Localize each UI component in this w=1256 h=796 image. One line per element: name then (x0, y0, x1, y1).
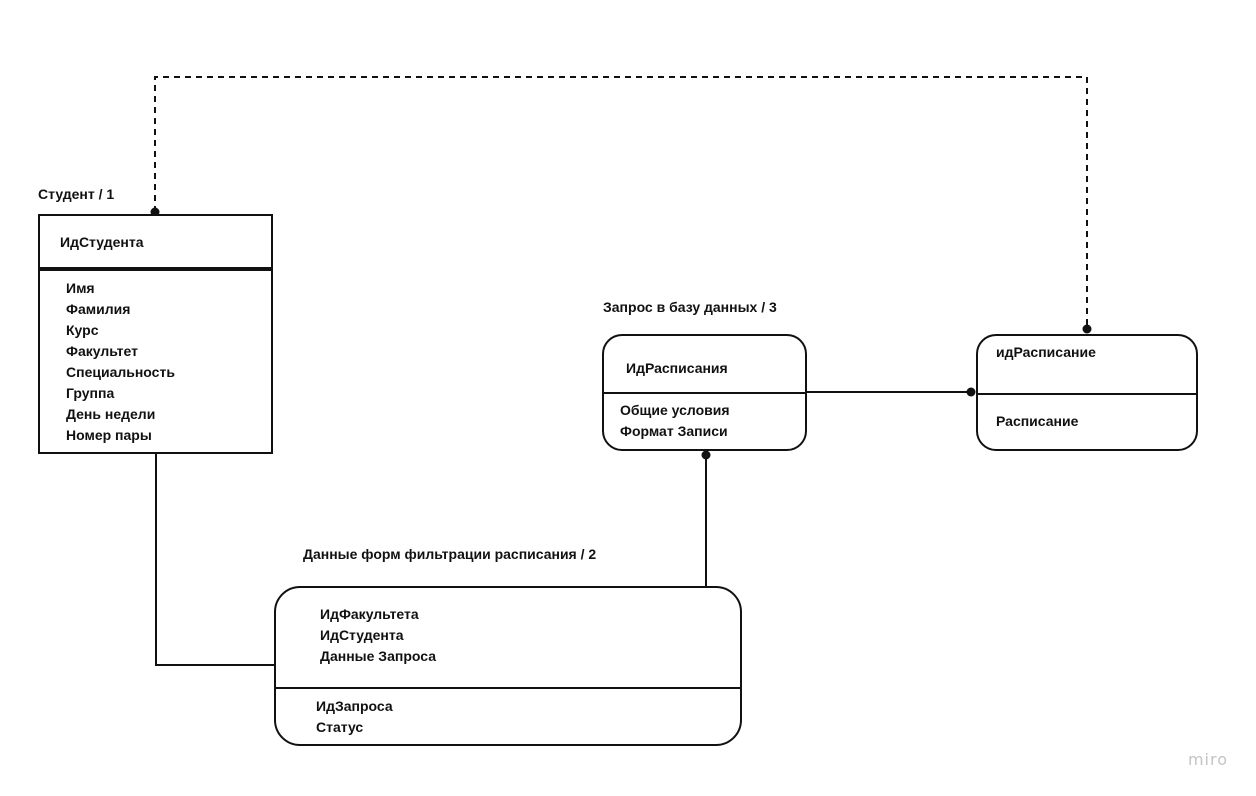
entity-attributes-section: ИдЗапроса Статус (316, 696, 740, 738)
entity-divider (978, 393, 1196, 395)
miro-watermark: miro (1187, 750, 1228, 769)
attribute-field: Факультет (66, 343, 138, 359)
dashed-relation-student-schedule[interactable] (154, 76, 1088, 329)
attribute-field: День недели (66, 406, 156, 422)
entity-divider (604, 392, 805, 394)
attribute-field: Имя (66, 280, 95, 296)
attribute-field: Курс (66, 322, 99, 338)
entity-attributes-section: Общие условия Формат Записи (620, 400, 805, 442)
entity-title-db-request: Запрос в базу данных / 3 (603, 299, 777, 315)
entity-key-section: ИдРасписания (626, 358, 805, 379)
entity-divider (40, 267, 271, 271)
entity-key-section: идРасписание (996, 342, 1196, 363)
key-field: ИдСтудента (320, 627, 404, 643)
relation-end-dot (966, 387, 976, 397)
attribute-field: Формат Записи (620, 423, 728, 439)
relation-end-dot (701, 450, 711, 460)
key-field: Данные Запроса (320, 648, 436, 664)
attribute-field: Общие условия (620, 402, 730, 418)
entity-key-section: ИдСтудента (60, 232, 271, 253)
key-field: ИдФакультета (320, 606, 419, 622)
attribute-field: Фамилия (66, 301, 131, 317)
entity-title-student: Студент / 1 (38, 186, 115, 202)
entity-title-filter-data: Данные форм фильтрации расписания / 2 (303, 546, 597, 562)
attribute-field: Статус (316, 719, 364, 735)
entity-attributes-section: Расписание (996, 411, 1196, 432)
attribute-field: Номер пары (66, 427, 152, 443)
relation-student-filter[interactable] (155, 454, 276, 666)
attribute-field: Расписание (996, 413, 1079, 429)
entity-attributes-section: Имя Фамилия Курс Факультет Специальность… (66, 278, 271, 446)
entity-db-request[interactable]: ИдРасписания Общие условия Формат Записи (602, 334, 807, 451)
relation-end-dot (1082, 324, 1092, 334)
attribute-field: Специальность (66, 364, 175, 380)
attribute-field: Группа (66, 385, 115, 401)
attribute-field: ИдЗапроса (316, 698, 393, 714)
key-field: ИдСтудента (60, 234, 144, 250)
entity-key-section: ИдФакультета ИдСтудента Данные Запроса (320, 604, 740, 667)
entity-schedule[interactable]: идРасписание Расписание (976, 334, 1198, 451)
entity-divider (276, 687, 740, 689)
key-field: ИдРасписания (626, 360, 728, 376)
key-field: идРасписание (996, 344, 1096, 360)
entity-filter-data[interactable]: ИдФакультета ИдСтудента Данные Запроса И… (274, 586, 742, 746)
entity-student[interactable]: ИдСтудента Имя Фамилия Курс Факультет Сп… (38, 214, 273, 454)
